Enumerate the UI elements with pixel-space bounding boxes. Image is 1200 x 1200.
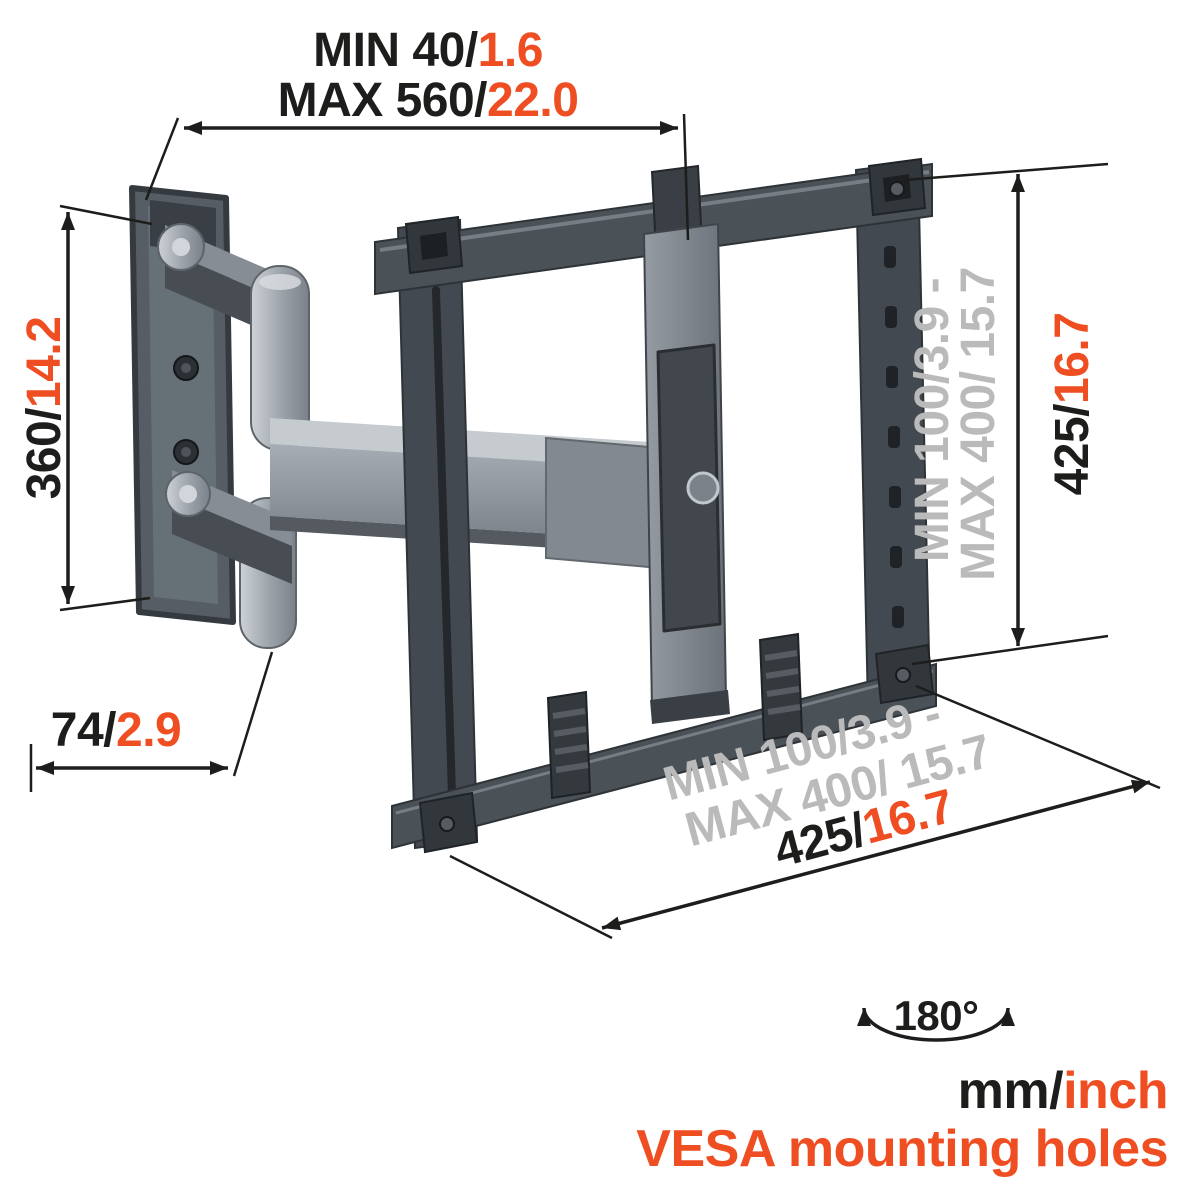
dim-wall-distance: 74/2.9	[29, 651, 274, 792]
lower-arm-pivot-cap	[179, 485, 197, 503]
witness-line	[911, 634, 1109, 666]
arm-end-plate	[545, 436, 661, 570]
corner-screw-top-right	[889, 181, 905, 197]
tv-column	[642, 164, 730, 724]
corner-screw-bottom-left	[439, 816, 455, 832]
dimension-arrow	[601, 779, 1151, 931]
mounting-bolt-bottom-center	[181, 447, 191, 457]
strap-clamp-right	[758, 632, 804, 742]
frame-top-rail	[374, 162, 933, 296]
upper-arm-pivot-cap	[172, 238, 190, 256]
frame-left-rail-slot	[432, 286, 456, 799]
witness-line	[144, 117, 180, 201]
dim-plate-height: 360/14.2	[18, 204, 153, 612]
witness-line	[232, 651, 274, 777]
strap-clamp-left	[546, 690, 592, 800]
vesa-height-label: 425/16.7	[1046, 313, 1099, 496]
dim-depth-range: MIN 40/1.6 MAX 560/22.0	[144, 24, 690, 241]
wall-distance-label: 74/2.9	[51, 704, 181, 757]
corner-screw-bottom-right	[895, 667, 911, 683]
rotation-label: 180°	[894, 992, 979, 1039]
plate-height-label: 360/14.2	[18, 317, 71, 500]
witness-line	[59, 204, 153, 226]
rotation-indicator: 180°	[857, 992, 1015, 1042]
tv-column-foot	[650, 690, 730, 724]
witness-line	[682, 113, 690, 241]
depth-min-label: MIN 40/1.6	[313, 24, 543, 77]
witness-line	[903, 162, 1109, 182]
brand-badge	[686, 471, 720, 505]
mounting-bolt-top-center	[181, 363, 191, 373]
frame-bottom-rail-highlight	[395, 669, 934, 815]
rotation-arc	[857, 1007, 1015, 1042]
vesa-footnote: VESA mounting holes	[636, 1120, 1168, 1178]
witness-line	[915, 684, 1161, 790]
witness-line	[59, 596, 151, 612]
frame-right-rail-holes	[884, 246, 904, 628]
witness-line	[449, 854, 613, 940]
lower-arm-link-front	[172, 496, 292, 584]
units-legend: mm/inch	[958, 1062, 1168, 1120]
elbow-post-cap	[259, 274, 301, 290]
corner-bracket-top-left-hole	[420, 232, 448, 260]
vesa-range-vertical-min: MIN 100/3.9 -	[906, 278, 959, 562]
dim-vesa-height: 425/16.7 MIN 100/3.9 - MAX 400/ 15.7	[903, 162, 1109, 666]
vesa-range-vertical-max: MAX 400/ 15.7	[952, 267, 1005, 581]
depth-max-label: MAX 560/22.0	[278, 74, 579, 127]
vesa-frame	[374, 157, 937, 854]
